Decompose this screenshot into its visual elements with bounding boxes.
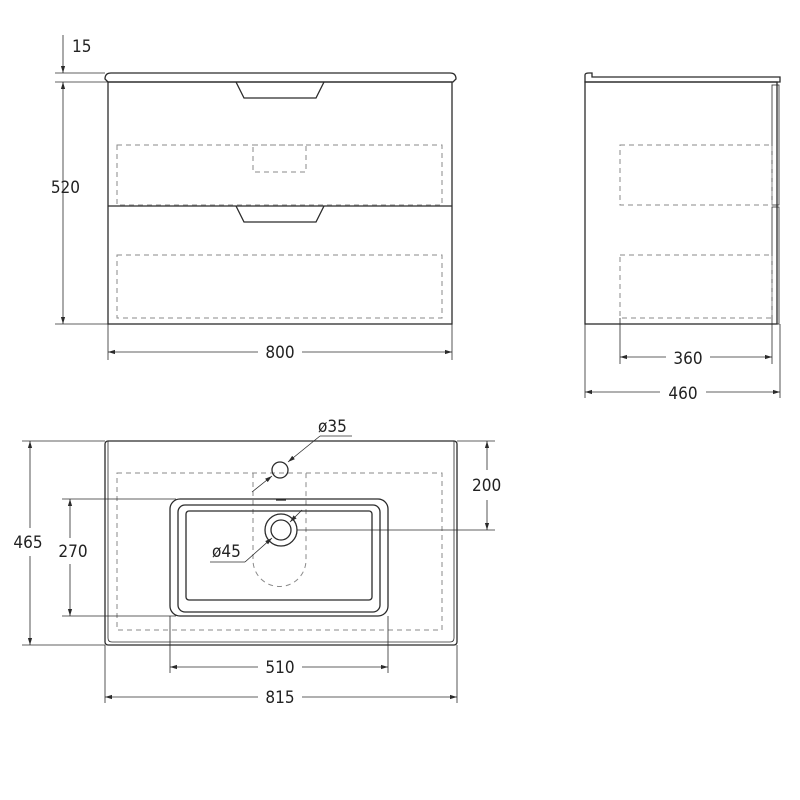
top-view: ø35 ø45 200 465 270 510 815 — [13, 417, 501, 708]
dim-height: 520 — [51, 178, 80, 198]
basin-outer — [169, 498, 389, 617]
dim-inner-depth: 360 — [673, 349, 702, 369]
drain — [270, 519, 292, 541]
dim-basin-depth: 270 — [58, 542, 87, 562]
dim-drain: ø45 — [212, 542, 241, 562]
dim-tap-hole: ø35 — [318, 417, 347, 437]
dim-width: 800 — [265, 343, 294, 363]
front-view: 15 520 800 — [51, 35, 457, 363]
dim-basin-width: 510 — [265, 658, 294, 678]
dim-depth: 460 — [668, 384, 697, 404]
tap-hole — [271, 461, 289, 479]
drawer-handle-top — [235, 81, 325, 99]
drawer-handle-bottom — [235, 205, 325, 223]
dim-top-depth: 465 — [13, 533, 42, 553]
dim-top-width: 815 — [265, 688, 294, 708]
side-view: 360 460 — [584, 72, 781, 404]
dim-top-thickness: 15 — [72, 37, 91, 57]
drain-outer — [264, 513, 298, 547]
dim-drain-offset: 200 — [472, 476, 501, 496]
